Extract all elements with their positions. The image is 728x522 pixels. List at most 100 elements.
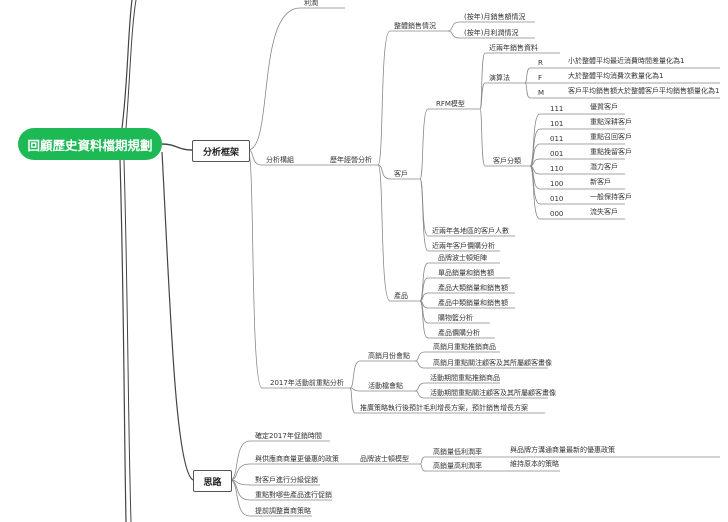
- rfm-rule-code[interactable]: M: [538, 89, 545, 97]
- class-label[interactable]: 新客戶: [590, 178, 611, 186]
- node-thinking-item[interactable]: 提前調整賣商策略: [255, 507, 311, 515]
- node-customer-value[interactable]: 近兩年客戶價購分析: [432, 242, 495, 250]
- node-profit[interactable]: 利潤: [304, 0, 318, 7]
- class-code[interactable]: 001: [550, 150, 564, 158]
- connector: [414, 360, 426, 369]
- topic-thinking[interactable]: 思路: [193, 470, 232, 492]
- connector: [414, 382, 426, 392]
- node-analysis-module[interactable]: 分析構組: [266, 156, 294, 164]
- node-region-customers[interactable]: 近兩年各地區的客戶人數: [432, 227, 509, 235]
- connector: [119, 159, 127, 522]
- node-product[interactable]: 產品: [394, 292, 408, 300]
- class-code[interactable]: 110: [550, 165, 564, 173]
- class-code[interactable]: 101: [550, 120, 564, 128]
- class-code[interactable]: 011: [550, 135, 564, 143]
- node-thinking-item[interactable]: 對客戶進行分級促銷: [255, 476, 318, 484]
- node-product-item[interactable]: 購物籃分析: [438, 314, 473, 322]
- node-product-item[interactable]: 產品價購分析: [438, 329, 480, 337]
- connector: [447, 21, 461, 32]
- class-code[interactable]: 000: [550, 210, 564, 218]
- node-boston-model[interactable]: 品牌波士頓模型: [360, 455, 409, 463]
- connector: [419, 178, 429, 252]
- connector: [161, 143, 193, 151]
- rfm-rule-code[interactable]: R: [538, 59, 543, 67]
- class-code[interactable]: 010: [550, 195, 564, 203]
- rfm-rule-desc[interactable]: 客戶平均銷售額大於整體客戶平均銷售額量化為1: [568, 87, 720, 95]
- node-product-item[interactable]: 單品銷量和銷售額: [438, 269, 494, 277]
- node-peak-month[interactable]: 高銷月份會點: [368, 352, 410, 360]
- connector: [247, 149, 263, 389]
- node-product-item[interactable]: 產品大類銷量和銷售額: [438, 284, 508, 292]
- node-peak-item[interactable]: 高銷月重點推銷商品: [433, 343, 496, 351]
- node-high-margin-action[interactable]: 維持原本的策略: [510, 460, 559, 468]
- node-high-volume-high-margin[interactable]: 高銷量高利潤率: [433, 462, 482, 470]
- node-thinking-item[interactable]: 確定2017年促銷時間: [255, 432, 322, 440]
- node-event-period[interactable]: 活動檔會點: [368, 382, 403, 390]
- node-promo-plan[interactable]: 推廣策略執行後預計毛利增長方案，預計銷售增長方案: [360, 404, 528, 412]
- connector: [161, 151, 194, 481]
- node-customer-classify[interactable]: 客戶分類: [493, 157, 521, 165]
- node-rfm-model[interactable]: RFM模型: [436, 100, 465, 108]
- node-algorithm[interactable]: 演算法: [489, 74, 510, 82]
- connector: [229, 479, 251, 501]
- connector: [524, 67, 531, 84]
- topic-analysis-framework[interactable]: 分析框架: [192, 140, 250, 162]
- connector: [377, 30, 391, 166]
- connector: [419, 300, 429, 339]
- class-label[interactable]: 潛力客戶: [590, 163, 618, 171]
- connector: [247, 7, 301, 151]
- connector: [414, 351, 426, 362]
- connector: [529, 143, 541, 167]
- connector: [121, 0, 133, 129]
- node-high-volume-low-margin[interactable]: 高銷量低利潤率: [433, 448, 482, 456]
- connector: [479, 82, 486, 110]
- node-product-item[interactable]: 品牌波士頓矩陣: [438, 254, 487, 262]
- class-label[interactable]: 重點深耕客戶: [590, 118, 632, 126]
- rfm-rule-desc[interactable]: 大於整體平均消費次數量化為1: [568, 72, 664, 80]
- connector: [377, 164, 391, 302]
- node-low-margin-action[interactable]: 與品牌方溝通商量最新的優惠政策: [510, 446, 615, 454]
- node-event-item[interactable]: 活動期間重點關注顧客及其所屬顧客畫像: [430, 389, 556, 397]
- class-label[interactable]: 優質客戶: [590, 103, 618, 111]
- connector: [419, 463, 426, 472]
- connector: [377, 164, 391, 180]
- node-event-item[interactable]: 活動期間重點推銷商品: [430, 374, 500, 382]
- connector: [419, 456, 426, 465]
- connector: [229, 440, 251, 481]
- connector: [229, 479, 251, 517]
- class-label[interactable]: 流失客戶: [590, 208, 618, 216]
- node-campaign-2017[interactable]: 2017年活動前重點分析: [270, 379, 344, 387]
- rfm-rule-desc[interactable]: 小於整體平均最近消費時間差量化為1: [568, 57, 685, 65]
- node-thinking-item[interactable]: 重點對哪些產品進行促銷: [255, 491, 332, 499]
- rfm-rule-code[interactable]: F: [538, 74, 543, 82]
- connector: [349, 360, 361, 389]
- class-code[interactable]: 111: [550, 105, 564, 113]
- connector: [123, 159, 132, 522]
- connector: [447, 30, 461, 39]
- node-product-item[interactable]: 產品中類銷量和銷售額: [438, 299, 508, 307]
- node-customer[interactable]: 客戶: [394, 170, 408, 178]
- node-sales-data[interactable]: 近兩年銷售資料: [489, 44, 538, 52]
- node-history-analysis[interactable]: 歷年經營分析: [330, 156, 372, 164]
- connector: [529, 113, 541, 167]
- connector: [479, 108, 486, 167]
- connector: [419, 108, 429, 180]
- node-peak-item[interactable]: 高銷月重點關注顧客及其所屬顧客畫像: [433, 359, 552, 367]
- connector: [479, 52, 486, 110]
- connector: [529, 165, 541, 220]
- node-overall-sales[interactable]: 整體銷售情況: [394, 22, 436, 30]
- connector: [229, 463, 251, 481]
- connector: [349, 387, 356, 414]
- connector: [414, 390, 426, 399]
- class-label[interactable]: 重點召回客戶: [590, 133, 632, 141]
- connector: [349, 387, 361, 392]
- class-label[interactable]: 一般保持客戶: [590, 193, 632, 201]
- node-monthly-profit[interactable]: (按年)月利潤情況: [464, 29, 519, 37]
- class-code[interactable]: 100: [550, 180, 564, 188]
- node-thinking-item[interactable]: 與供應商商量更優惠的政策: [255, 455, 339, 463]
- node-monthly-sales[interactable]: (按年)月銷售額情況: [464, 13, 526, 21]
- class-label[interactable]: 重點挽留客戶: [590, 148, 632, 156]
- connector: [125, 0, 137, 129]
- central-topic[interactable]: 回顧歷史資料檔期規劃: [18, 128, 162, 160]
